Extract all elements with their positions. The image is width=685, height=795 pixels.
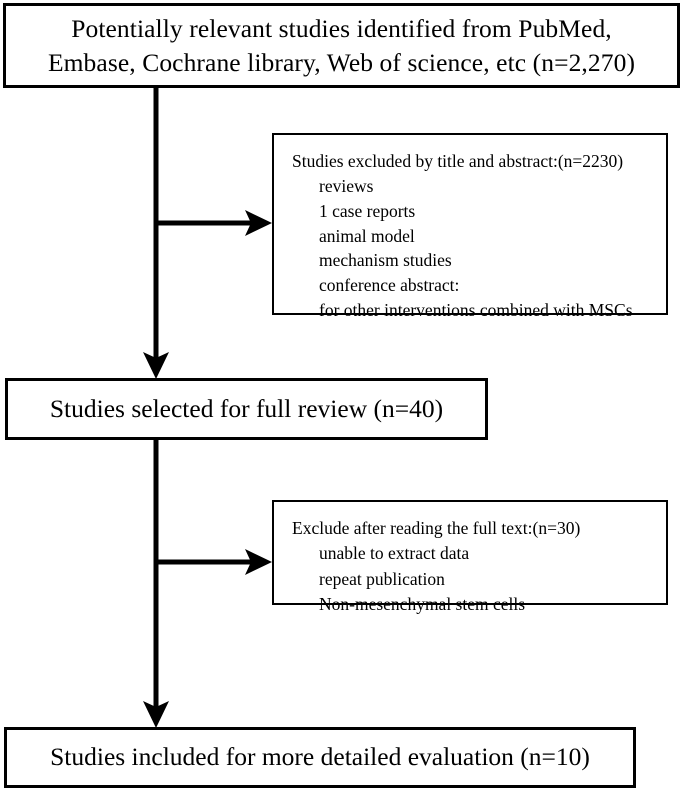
connector-selected-to-included bbox=[143, 440, 169, 728]
box-studies-identified-text: Potentially relevant studies identified … bbox=[34, 12, 649, 80]
connector-branch-to-excluded-full-text bbox=[156, 549, 272, 575]
box-studies-included-text: Studies included for more detailed evalu… bbox=[50, 742, 590, 772]
excluded-title-abstract-item: animal model bbox=[319, 225, 415, 246]
excluded-full-text-heading: Exclude after reading the full text:(n=3… bbox=[292, 518, 581, 538]
excluded-title-abstract-item: for other interventions combined with MS… bbox=[319, 300, 633, 321]
box-excluded-by-title-and-abstract: Studies excluded by title and abstract:(… bbox=[272, 133, 668, 320]
excluded-title-abstract-heading: Studies excluded by title and abstract:(… bbox=[292, 151, 624, 171]
box-studies-identified: Potentially relevant studies identified … bbox=[3, 3, 680, 88]
box-studies-selected-text: Studies selected for full review (n=40) bbox=[49, 393, 444, 423]
identified-line-1: Potentially relevant studies identified … bbox=[71, 13, 612, 43]
box-excluded-after-full-text: Exclude after reading the full text:(n=3… bbox=[272, 500, 668, 614]
identified-line-2: Embase, Cochrane library, Web of science… bbox=[47, 47, 636, 77]
connector-branch-to-excluded-title-abstract bbox=[156, 210, 272, 236]
excluded-title-abstract-item: 1 case reports bbox=[319, 200, 416, 221]
box-studies-selected-for-full-review: Studies selected for full review (n=40) bbox=[5, 378, 488, 440]
excluded-full-text-item: repeat publication bbox=[319, 568, 445, 589]
excluded-full-text-item: Non-mesenchymal stem cells bbox=[319, 594, 526, 615]
connector-identified-to-selected bbox=[143, 88, 169, 379]
excluded-title-abstract-item: conference abstract: bbox=[319, 275, 460, 296]
box-studies-included: Studies included for more detailed evalu… bbox=[4, 727, 636, 788]
excluded-title-abstract-item: reviews bbox=[319, 175, 374, 196]
excluded-title-abstract-item: mechanism studies bbox=[319, 250, 452, 271]
excluded-full-text-item: unable to extract data bbox=[319, 543, 470, 564]
